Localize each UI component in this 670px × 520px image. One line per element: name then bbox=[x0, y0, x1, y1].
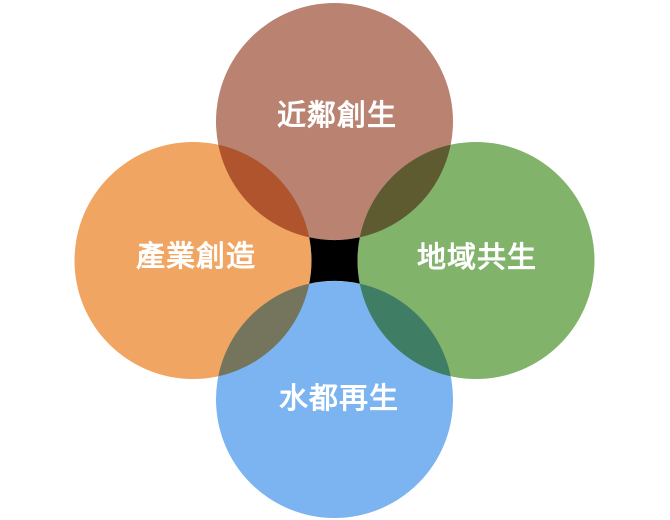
label-industry-creation: 產業創造 bbox=[136, 239, 256, 273]
label-water-city-regeneration: 水都再生 bbox=[279, 381, 399, 415]
label-regional-coexistence: 地域共生 bbox=[417, 240, 537, 274]
label-neighborhood-revitalization: 近鄰創生 bbox=[277, 98, 397, 132]
circle-group bbox=[74, 3, 595, 518]
circle-water-city-regeneration bbox=[216, 281, 453, 518]
center-gap-shape bbox=[309, 237, 360, 284]
